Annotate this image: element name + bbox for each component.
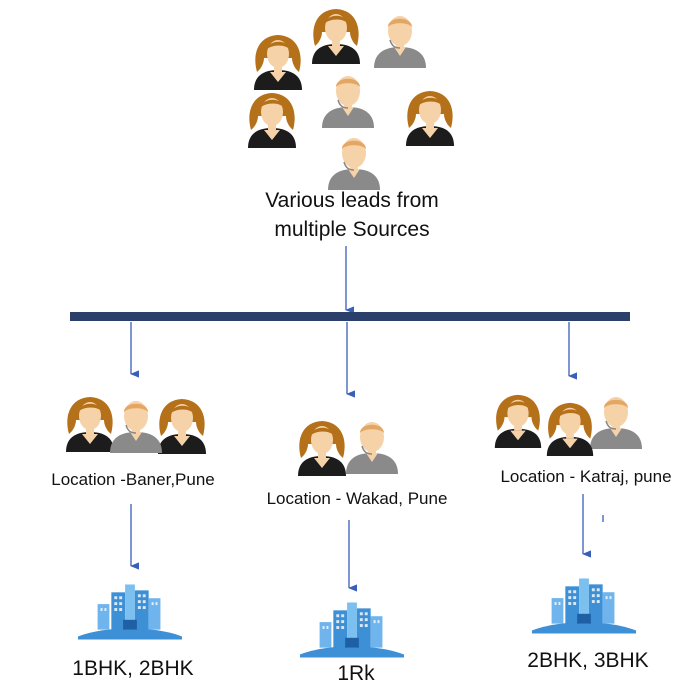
leads-title-line-2: multiple Sources (274, 218, 430, 241)
female-person-icon (312, 9, 360, 64)
female-person-icon (406, 91, 454, 146)
female-person-icon (248, 93, 296, 148)
building-icon (299, 602, 405, 658)
people-group-baner (66, 397, 206, 454)
leads-crowd (248, 9, 454, 190)
female-person-icon (66, 397, 114, 452)
male-person-icon (589, 396, 643, 450)
people-group-katraj (494, 394, 643, 456)
people-group-wakad (298, 421, 399, 476)
property-label-katraj: 2BHK, 3BHK (527, 649, 649, 672)
location-label-baner: Location -Baner,Pune (51, 470, 215, 489)
leads-title-line-1: Various leads from (265, 189, 439, 212)
building-icon (77, 584, 183, 640)
building-icon (531, 578, 637, 634)
female-person-icon (546, 402, 594, 456)
leads-title: Various leads from multiple Sources (200, 186, 504, 244)
female-person-icon (158, 399, 206, 454)
male-person-icon (345, 421, 399, 475)
male-person-icon (327, 137, 381, 190)
female-person-icon (494, 394, 542, 448)
location-label-wakad: Location - Wakad, Pune (266, 489, 448, 508)
distribution-bar (70, 312, 630, 321)
female-person-icon (298, 421, 346, 476)
male-person-icon (321, 75, 375, 128)
property-label-baner: 1BHK, 2BHK (72, 657, 194, 680)
location-label-katraj: Location - Katraj, pune (500, 467, 672, 486)
female-person-icon (254, 35, 302, 90)
male-person-icon (109, 400, 163, 454)
male-person-icon (373, 15, 427, 68)
property-label-wakad: 1Rk (337, 662, 375, 685)
